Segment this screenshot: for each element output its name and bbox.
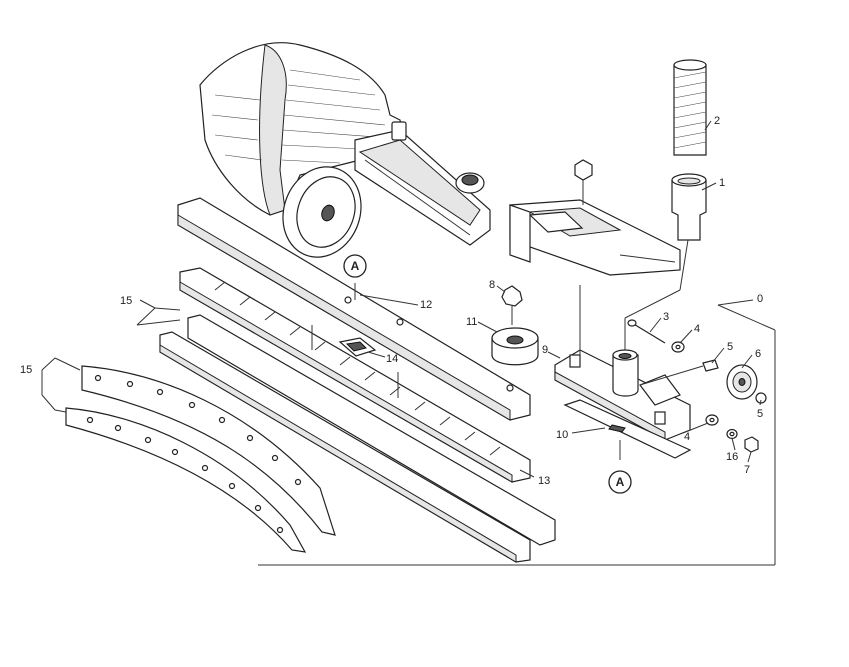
reference-marker-a-upper: A	[343, 254, 367, 278]
svg-text:A: A	[351, 259, 360, 273]
squeegee-frame	[179, 267, 531, 483]
label-12: 12	[420, 299, 432, 311]
label-14: 14	[386, 353, 398, 365]
part-5-spacer-upper	[702, 359, 719, 372]
label-4-lower: 4	[684, 431, 690, 443]
label-15-upper: 15	[120, 295, 132, 307]
label-6: 6	[755, 348, 761, 360]
frame-rail	[354, 121, 491, 246]
assembly-boundary-line	[258, 304, 776, 566]
label-3: 3	[663, 311, 669, 323]
label-5-lower: 5	[757, 408, 763, 420]
label-5-upper: 5	[727, 341, 733, 353]
part-11-bushing	[491, 327, 539, 366]
part-4-washer-lower	[705, 414, 719, 426]
part-14-plate	[338, 337, 377, 357]
label-2: 2	[714, 115, 720, 127]
label-7: 7	[744, 464, 750, 476]
part-labels: 0 1 2 3 4 5 6 5 4 16 7 8 11 9 10 12 14 1…	[20, 115, 763, 487]
part-16-washer	[726, 428, 738, 440]
part-13-strip	[159, 314, 556, 563]
label-0: 0	[757, 293, 763, 305]
machine-wheel	[282, 166, 362, 258]
part-1-tube	[671, 173, 707, 241]
label-15-lower: 15	[20, 364, 32, 376]
label-11: 11	[466, 316, 477, 328]
leader-lines	[41, 120, 762, 478]
mount-bracket	[509, 159, 681, 276]
machine-body	[199, 42, 406, 216]
squeegee-bar	[177, 197, 531, 421]
label-8: 8	[489, 279, 495, 291]
reference-marker-a-lower: A	[608, 470, 632, 494]
part-3-bolt	[627, 319, 666, 344]
label-10: 10	[556, 429, 568, 441]
label-4-upper: 4	[694, 323, 700, 335]
part-10-plate	[563, 399, 692, 459]
label-1: 1	[719, 177, 725, 189]
label-9: 9	[542, 344, 548, 356]
svg-text:A: A	[616, 475, 625, 489]
part-6-roller	[726, 364, 758, 400]
part-8-knob	[501, 285, 523, 325]
part-7-nut	[744, 436, 759, 453]
part-4-washer-upper	[671, 341, 685, 353]
part-9-base	[554, 349, 691, 441]
part-5-spacer-lower	[755, 392, 767, 404]
label-13: 13	[538, 475, 550, 487]
part-2-hose	[673, 59, 707, 156]
part-15-blade-upper	[81, 365, 336, 536]
part-15-blade-lower	[65, 407, 307, 553]
label-16: 16	[726, 451, 738, 463]
